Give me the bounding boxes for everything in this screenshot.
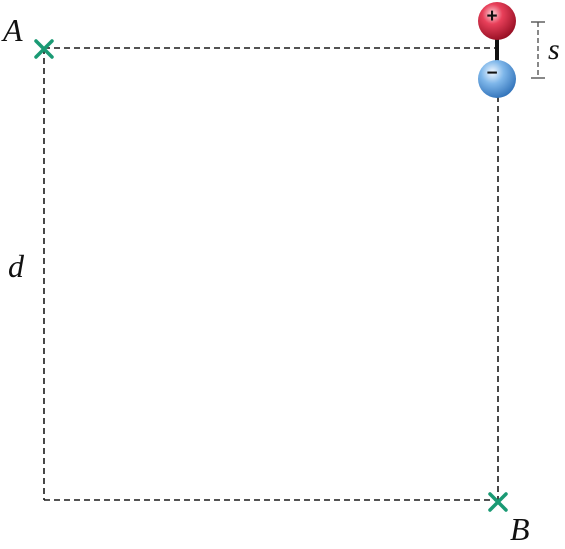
dipole: + − [478, 2, 516, 98]
point-b-marker [488, 492, 508, 512]
distance-label: d [8, 248, 25, 284]
separation-bracket [531, 21, 545, 79]
point-a-marker [34, 39, 54, 59]
point-b-label: B [510, 511, 530, 547]
positive-charge [478, 2, 516, 40]
positive-charge-sign: + [486, 6, 497, 27]
separation-label: s [548, 33, 560, 66]
point-a-label: A [1, 12, 23, 48]
negative-charge-sign: − [486, 63, 497, 84]
dashed-square [43, 47, 499, 501]
negative-charge [478, 60, 516, 98]
